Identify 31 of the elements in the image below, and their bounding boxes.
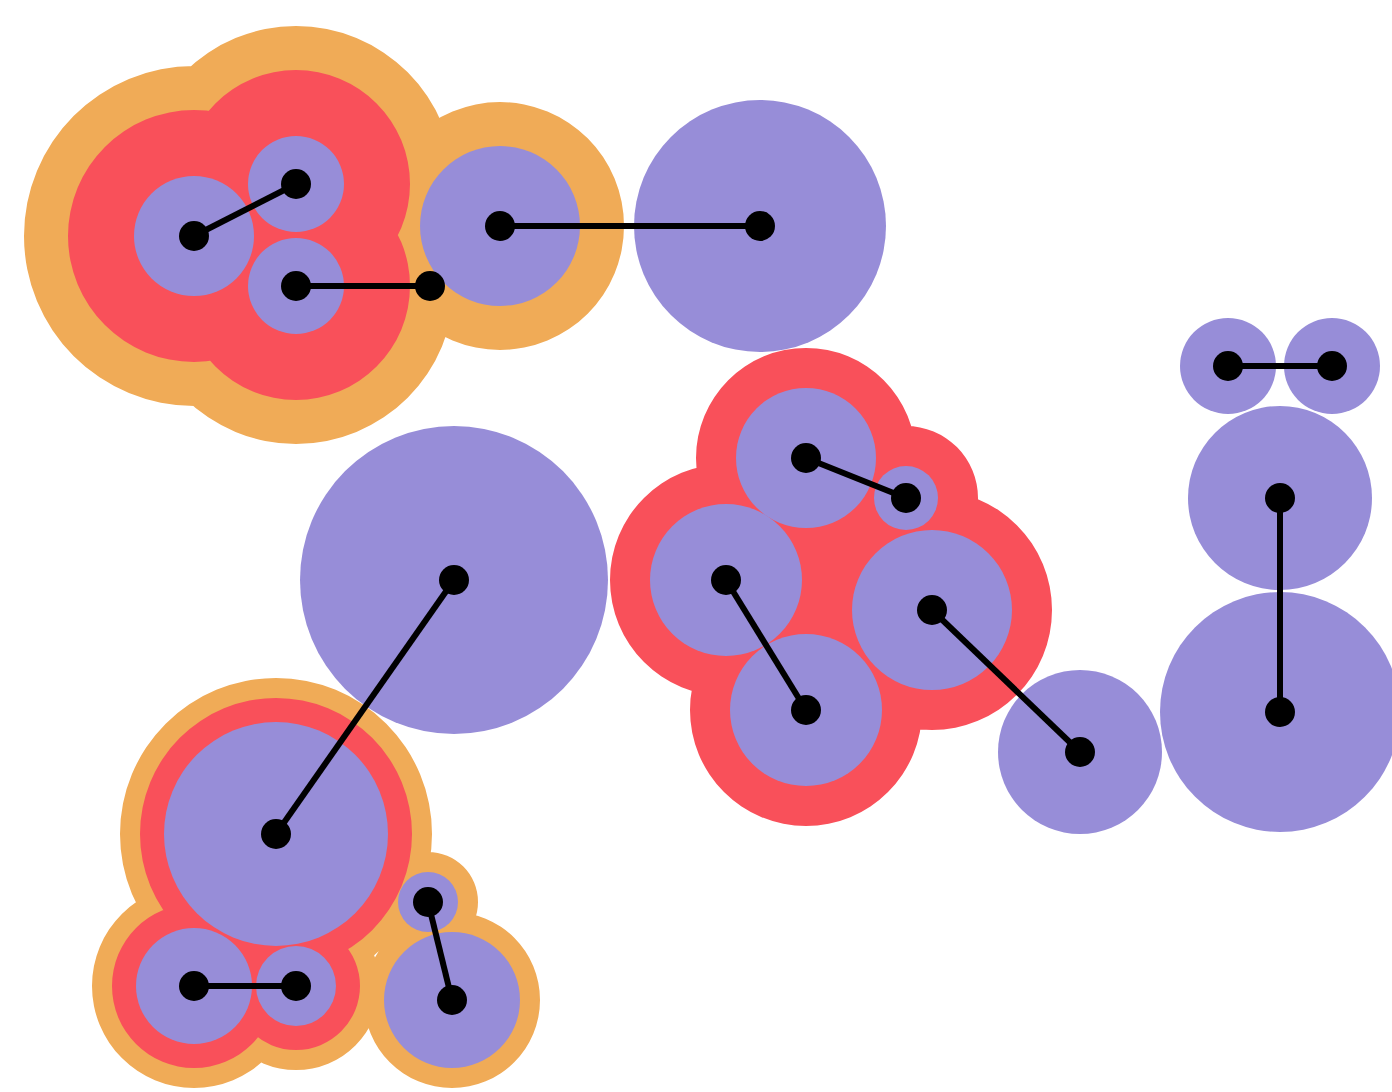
circle-node bbox=[134, 176, 254, 296]
circle-node bbox=[1284, 318, 1380, 414]
circle-node bbox=[300, 426, 608, 734]
circle-node bbox=[874, 466, 938, 530]
circle-node bbox=[1180, 318, 1276, 414]
connector-line bbox=[791, 443, 921, 513]
circle-node bbox=[248, 136, 344, 232]
circle-node bbox=[136, 928, 252, 1044]
circle-node bbox=[384, 932, 520, 1068]
connector-line bbox=[1265, 483, 1295, 727]
circle-node bbox=[634, 100, 886, 352]
circle-node bbox=[420, 146, 580, 306]
circle-node bbox=[730, 634, 882, 786]
connector-line bbox=[179, 971, 311, 1001]
connector-line bbox=[1213, 351, 1347, 381]
connector-line bbox=[261, 565, 469, 849]
circle-node bbox=[650, 504, 802, 656]
connector-line bbox=[711, 565, 821, 725]
circle-node bbox=[248, 238, 344, 334]
circle-node bbox=[1188, 406, 1372, 590]
connector-line bbox=[485, 211, 775, 241]
connector-line bbox=[281, 271, 445, 301]
circle-node bbox=[852, 530, 1012, 690]
circle-node bbox=[398, 872, 458, 932]
circle-node bbox=[164, 722, 388, 946]
connector-line bbox=[917, 595, 1095, 767]
circle-node bbox=[256, 946, 336, 1026]
connector-line bbox=[413, 887, 467, 1015]
circle-node bbox=[736, 388, 876, 528]
circle-node bbox=[998, 670, 1162, 834]
connector-line bbox=[179, 169, 311, 251]
